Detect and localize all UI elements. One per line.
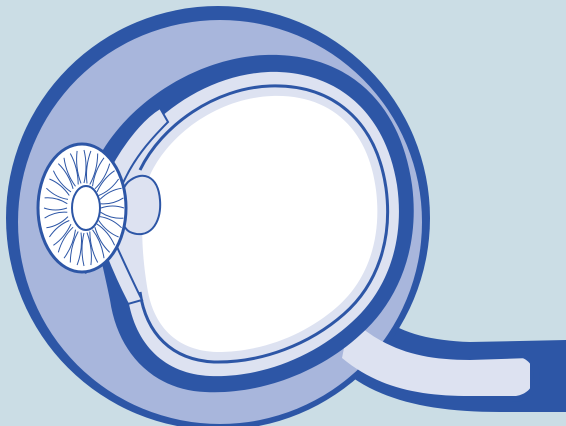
pupil (72, 186, 100, 230)
